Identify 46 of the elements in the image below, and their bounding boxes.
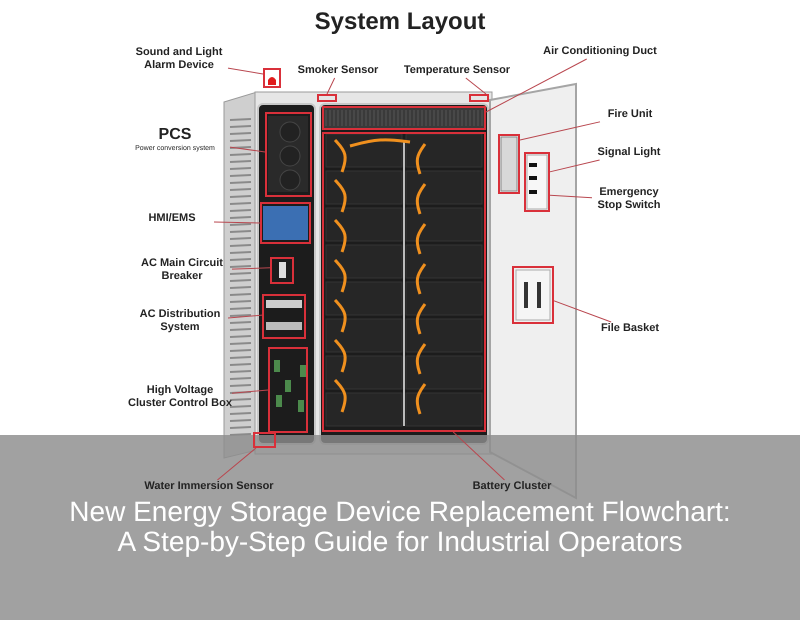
callout-label: Smoker Sensor xyxy=(290,64,386,78)
leader-line xyxy=(232,267,270,270)
highlighted-part xyxy=(260,202,311,244)
leader-line xyxy=(520,121,600,140)
highlighted-part xyxy=(270,257,294,284)
callout-label: Air Conditioning Duct xyxy=(536,45,664,59)
highlighted-part xyxy=(253,432,276,448)
leader-line xyxy=(554,300,612,322)
leader-line xyxy=(228,68,264,74)
callout-label: AC Distribution System xyxy=(132,308,228,336)
highlighted-part xyxy=(262,294,306,339)
highlighted-part xyxy=(317,94,337,102)
highlighted-part xyxy=(498,134,520,194)
diagram-title: System Layout xyxy=(314,8,486,36)
callout-label: Signal Light xyxy=(592,146,666,160)
highlighted-part xyxy=(322,106,486,130)
caption: New Energy Storage Device Replacement Flowchart: A Step-by-Step Guide for Industrial Operators xyxy=(68,497,732,557)
callout-label: AC Main Circuit Breaker xyxy=(132,257,232,285)
callout-label: Water Immersion Sensor xyxy=(136,480,282,494)
highlighted-part xyxy=(265,112,312,197)
callout-label: PCS xyxy=(158,126,192,144)
highlighted-part xyxy=(263,68,281,88)
callout-label: Battery Cluster xyxy=(462,480,562,494)
leader-line xyxy=(232,390,268,394)
leader-line xyxy=(550,160,600,172)
callout-label: High Voltage Cluster Control Box xyxy=(128,384,232,412)
highlighted-part xyxy=(524,152,550,212)
leader-line xyxy=(216,448,256,480)
callout-label: Temperature Sensor xyxy=(398,64,516,78)
leader-line xyxy=(228,314,262,318)
highlighted-part xyxy=(469,94,489,102)
leader-line xyxy=(214,221,260,224)
highlighted-part xyxy=(322,132,486,432)
leader-line xyxy=(452,432,506,480)
highlighted-part xyxy=(268,347,308,433)
callout-label: Fire Unit xyxy=(600,108,660,122)
leader-line xyxy=(486,58,588,112)
callout-label: Emergency Stop Switch xyxy=(592,186,666,214)
callout-label: HMI/EMS xyxy=(130,212,214,230)
leader-line xyxy=(326,78,336,94)
highlighted-part xyxy=(512,266,554,324)
leader-line xyxy=(465,78,486,94)
callout-label: File Basket xyxy=(594,322,666,336)
leader-line xyxy=(550,194,592,198)
leader-line xyxy=(230,146,266,152)
callout-label: Sound and Light Alarm Device xyxy=(130,46,228,74)
